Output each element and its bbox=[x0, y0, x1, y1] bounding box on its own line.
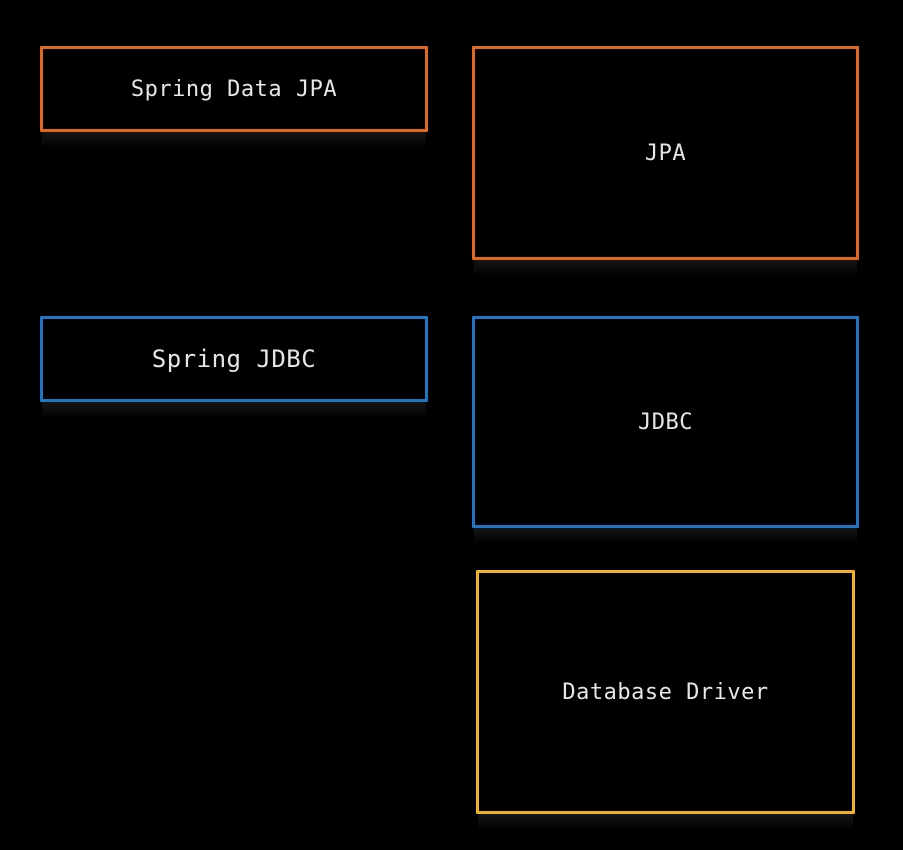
jpa-box: JPA bbox=[472, 46, 859, 260]
box-shadow bbox=[474, 528, 857, 544]
jdbc-box: JDBC bbox=[472, 316, 859, 528]
box-shadow bbox=[478, 814, 853, 830]
spring-data-jpa-label: Spring Data JPA bbox=[130, 76, 338, 102]
database-driver-label: Database Driver bbox=[562, 679, 769, 705]
spring-jdbc-box: Spring JDBC bbox=[40, 316, 428, 402]
box-shadow bbox=[42, 402, 426, 418]
spring-data-jpa-box: Spring Data JPA bbox=[40, 46, 428, 132]
box-shadow bbox=[474, 260, 857, 276]
box-shadow bbox=[42, 132, 426, 148]
database-driver-box: Database Driver bbox=[476, 570, 855, 814]
jdbc-label: JDBC bbox=[638, 409, 693, 435]
jpa-label: JPA bbox=[644, 140, 687, 166]
spring-jdbc-label: Spring JDBC bbox=[151, 345, 317, 373]
